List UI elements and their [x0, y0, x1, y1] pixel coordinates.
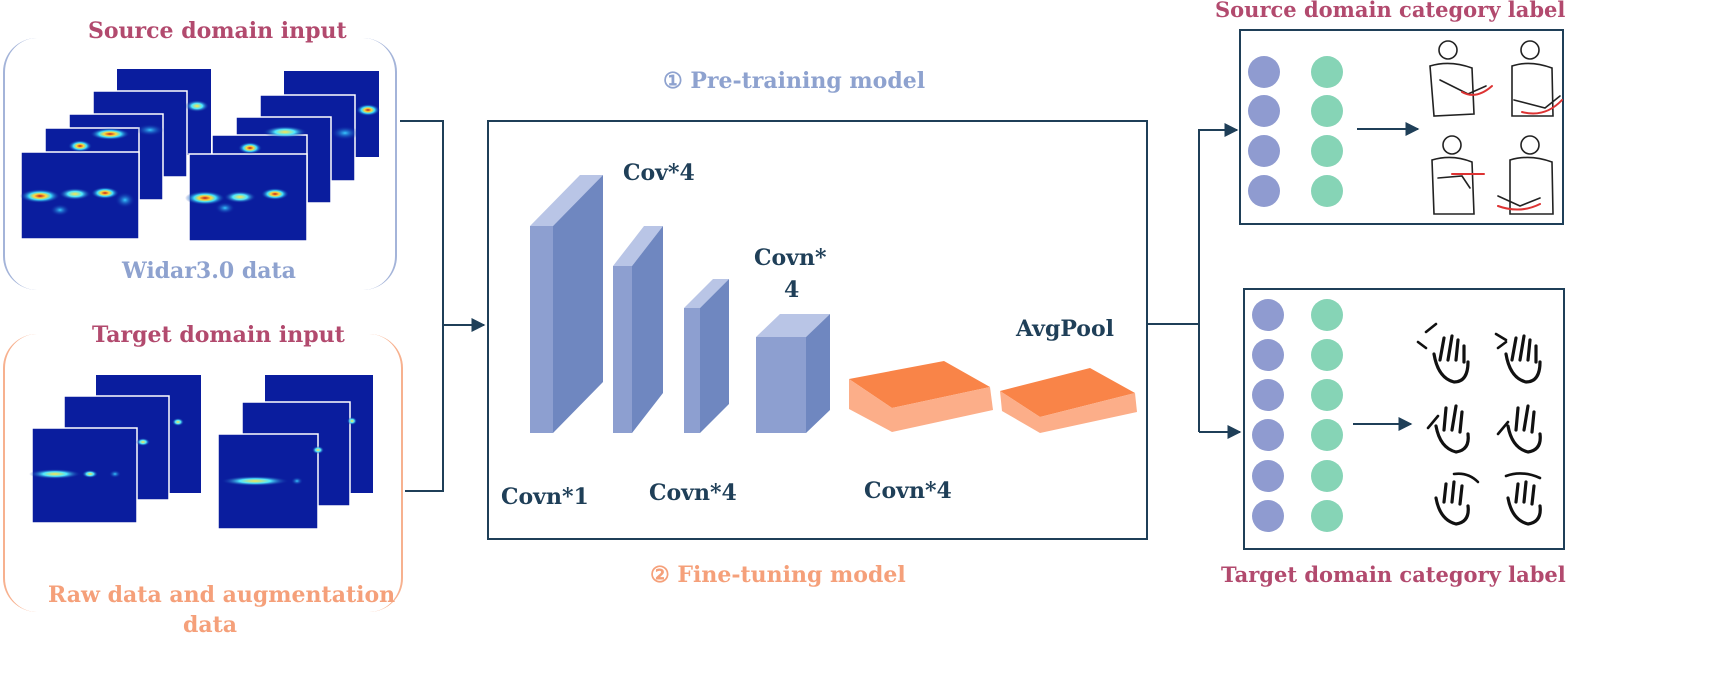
- augmentation-caption-line2: data: [183, 612, 238, 638]
- covn4-label-b: Covn*4: [864, 478, 952, 504]
- target-heatmap-stack-left: [29, 375, 201, 524]
- conv-output-block: [849, 361, 993, 432]
- pretraining-model-label: ① Pre-training model: [663, 68, 926, 94]
- target-category-box: [1243, 288, 1565, 550]
- source-heatmap-stack-left: [20, 69, 211, 240]
- hand-gesture-icon: [1416, 322, 1542, 526]
- avgpool-label: AvgPool: [1016, 316, 1115, 342]
- source-domain-input-title: Source domain input: [88, 18, 347, 44]
- cov4-label: Cov*4: [623, 160, 695, 186]
- input-connector: [400, 120, 486, 492]
- target-node-column-blue: [1252, 299, 1284, 532]
- target-input-bracket: [3, 334, 403, 612]
- model-box: [487, 120, 1148, 540]
- source-input-bracket: [3, 38, 397, 290]
- source-category-box: [1239, 29, 1564, 225]
- target-heatmap-stack-right: [217, 375, 373, 530]
- covn4-mid-label-line2: 4: [784, 277, 800, 303]
- conv-block-4: [756, 314, 830, 433]
- source-heatmap-stack-right: [185, 71, 380, 242]
- covn4-mid-label-line1: Covn*: [754, 245, 827, 271]
- conv-block-2: [613, 226, 663, 433]
- arm-gesture-icon: [1429, 40, 1563, 215]
- covn4-label-a: Covn*4: [649, 480, 737, 506]
- source-node-column-green: [1311, 56, 1343, 207]
- source-category-label: Source domain category label: [1215, 0, 1566, 22]
- augmentation-caption-line1: Raw data and augmentation: [48, 582, 396, 608]
- avgpool-block: [1000, 368, 1137, 433]
- target-category-label: Target domain category label: [1221, 562, 1566, 587]
- conv-block-1: [530, 175, 603, 433]
- covn1-label: Covn*1: [501, 484, 589, 510]
- target-node-column-green: [1311, 299, 1343, 532]
- finetuning-model-label: ② Fine-tuning model: [650, 562, 906, 588]
- output-connector: [1148, 123, 1242, 439]
- widar-data-caption: Widar3.0 data: [122, 258, 296, 284]
- conv-block-3: [684, 279, 729, 433]
- source-node-column-blue: [1248, 56, 1280, 207]
- target-domain-input-title: Target domain input: [92, 322, 345, 348]
